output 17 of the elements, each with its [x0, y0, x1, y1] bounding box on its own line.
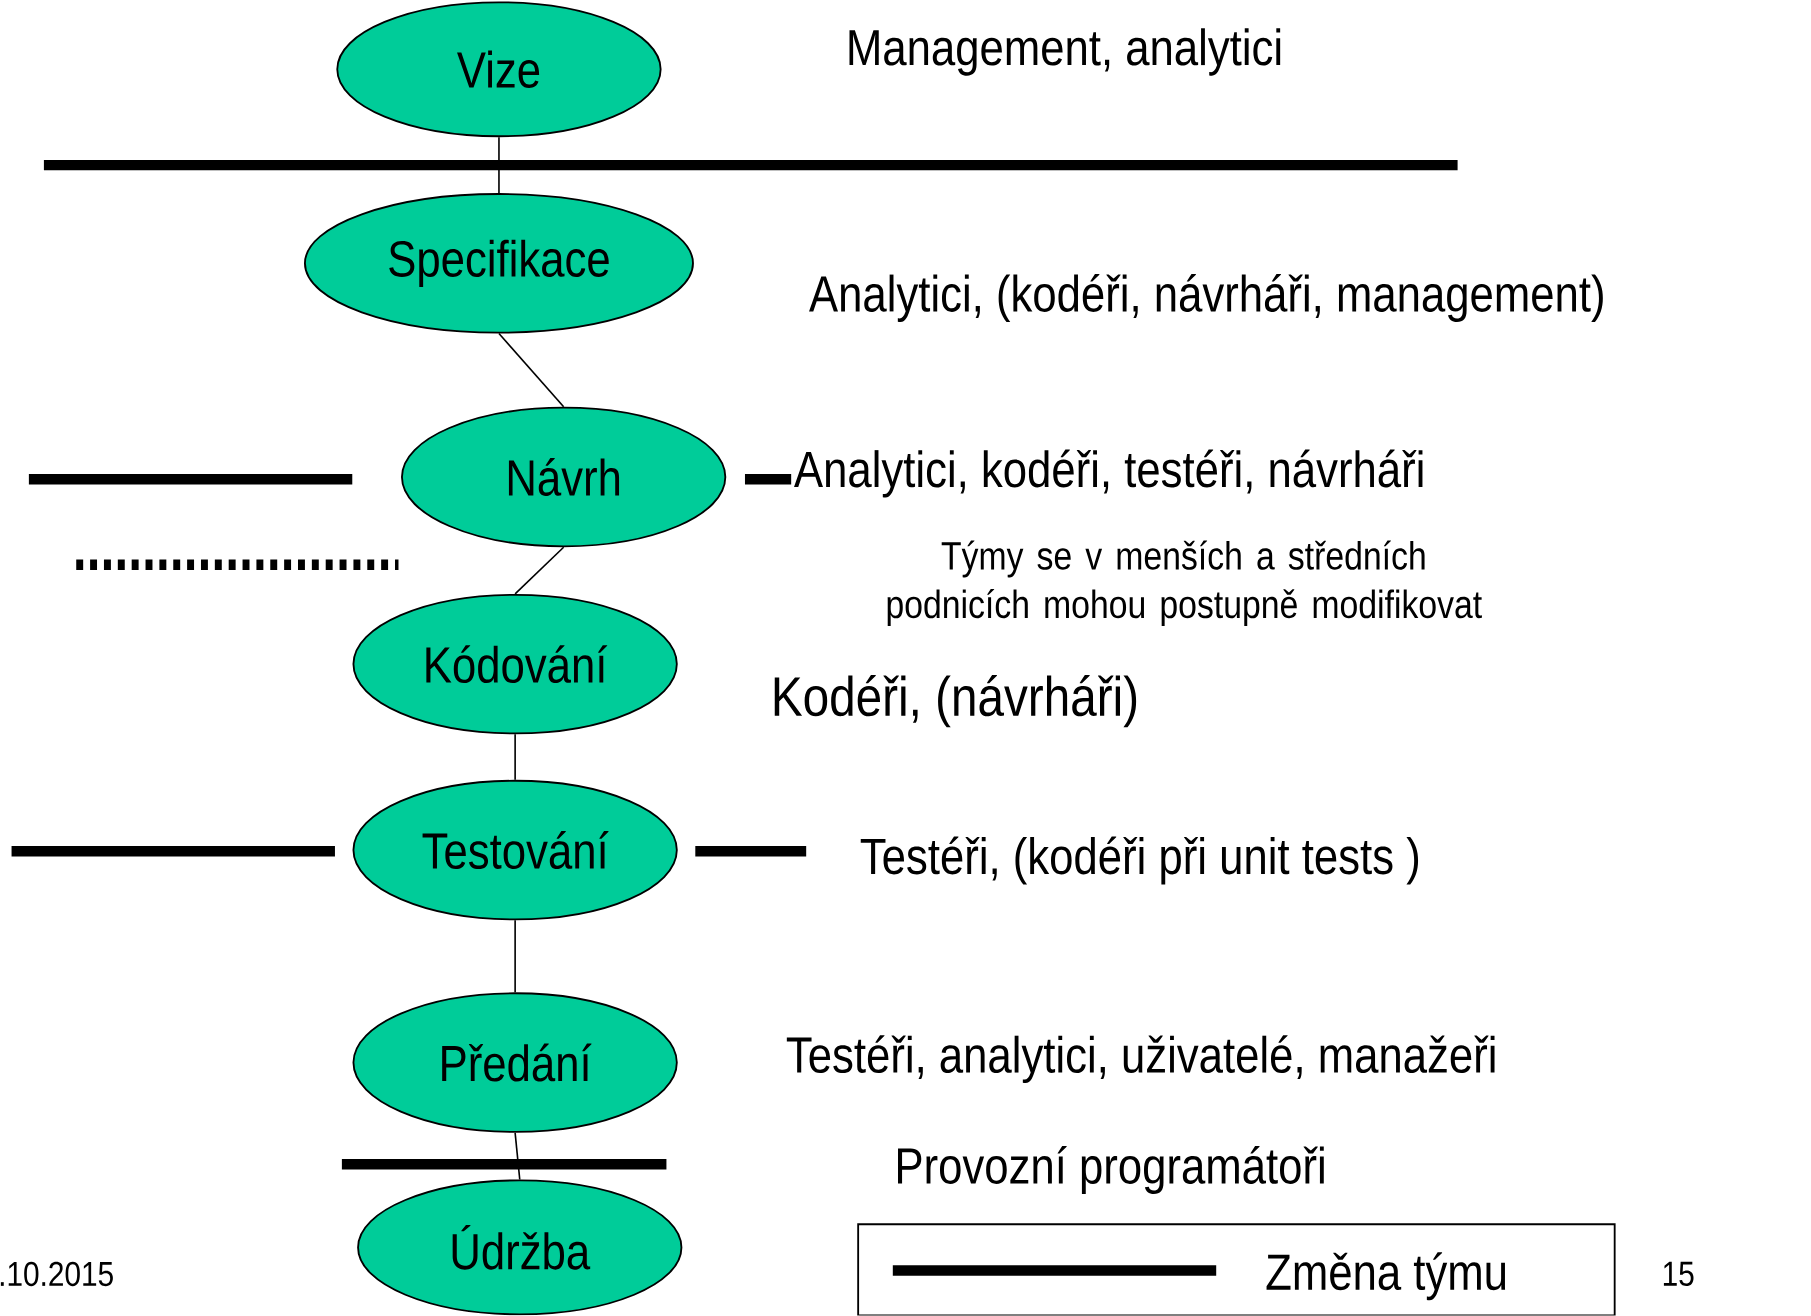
role-text: Analytici, kodéři, testéři, návrháři	[794, 449, 1423, 498]
connector-line	[498, 136, 500, 195]
connector-line	[514, 1132, 521, 1181]
connector-line	[514, 546, 565, 595]
role-text: Analytici, (kodéři, návrháři, management)	[809, 274, 1603, 323]
legend-text: Změna týmu	[1266, 1252, 1506, 1301]
role-text: Kodéři, (návrháři)	[774, 675, 1137, 728]
connector-line	[498, 333, 565, 408]
role-text: 15	[1663, 1262, 1694, 1287]
role-text: Provozní programátoři	[898, 1146, 1324, 1195]
connector-line	[514, 733, 516, 781]
connector-line	[514, 919, 516, 994]
role-text: .10.2015	[0, 1261, 113, 1287]
role-text: Testéři, (kodéři při unit tests )	[860, 836, 1419, 885]
role-text: Management, analytici	[849, 28, 1281, 76]
role-text: Testéři, analytici, uživatelé, manažeři	[786, 1035, 1495, 1084]
role-text: Týmy se v menších a středních podnicích mohou postupně modifikovat	[887, 540, 1482, 627]
